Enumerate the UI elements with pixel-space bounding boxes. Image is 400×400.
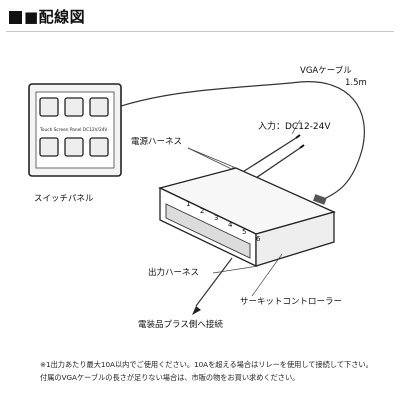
label-power-input: 入力：DC12-24V <box>258 122 331 132</box>
header-bullet <box>9 11 22 24</box>
panel-button-4 <box>39 137 59 157</box>
label-circuit-controller: サーキットコントローラー <box>240 297 343 307</box>
output-wire <box>195 257 233 307</box>
port-number-2: 2 <box>200 207 205 215</box>
panel-print: Touch Screen Panel DC12V/24V <box>39 127 107 133</box>
port-number-3: 3 <box>214 214 219 222</box>
label-output-harness: 出力ハーネス <box>148 268 200 278</box>
circuit-controller <box>158 167 336 268</box>
label-switch-panel: スイッチパネル <box>34 194 94 204</box>
port-number-6: 6 <box>256 235 261 243</box>
vga-connector-icon <box>312 194 327 205</box>
panel-button-3 <box>89 97 109 117</box>
power-tip-1 <box>295 134 301 139</box>
panel-button-2 <box>64 97 84 117</box>
switch-panel: Touch Screen Panel DC12V/24V <box>28 83 122 177</box>
panel-button-6 <box>89 137 109 157</box>
power-tip-2 <box>299 144 305 149</box>
header: ■配線図 <box>0 0 400 34</box>
output-arrow-icon <box>192 306 201 315</box>
page-title: ■配線図 <box>24 8 86 26</box>
power-wire-2 <box>249 147 301 183</box>
panel-button-1 <box>39 97 59 117</box>
note-line-2: 付属のVGAケーブルの長さが足りない場合は、市販の物をお買い求めください。 <box>40 373 300 382</box>
label-accessory-plus: 電装品プラス側へ接続 <box>138 320 223 330</box>
panel-button-5 <box>64 137 84 157</box>
notes: ※1出力あたり最大10A以内でご使用ください。10Aを超える場合はリレーを使用し… <box>40 358 390 384</box>
vga-cable <box>114 81 365 201</box>
label-power-harness: 電源ハーネス <box>131 137 183 147</box>
power-wire-1 <box>237 137 297 176</box>
label-vga-length: 1.5m <box>345 78 367 88</box>
note-line-1: ※1出力あたり最大10A以内でご使用ください。10Aを超える場合はリレーを使用し… <box>40 360 373 369</box>
label-vga-cable: VGAケーブル <box>300 66 352 76</box>
port-number-1: 1 <box>186 200 191 208</box>
port-number-4: 4 <box>228 221 233 229</box>
header-divider <box>6 31 394 32</box>
port-number-5: 5 <box>242 228 247 236</box>
